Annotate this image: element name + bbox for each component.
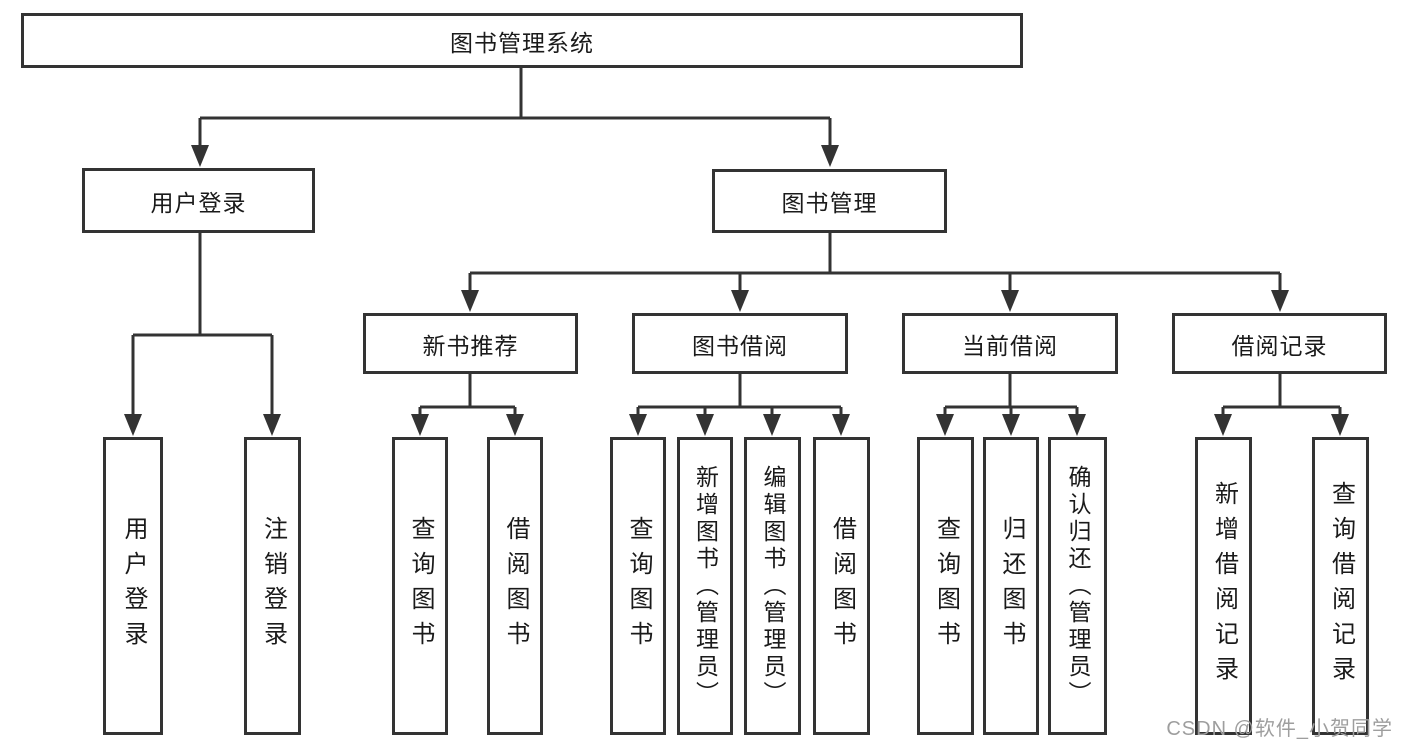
leaf-borrow-borrow: 借阅图书	[813, 437, 870, 735]
arrow-to-bb-add	[696, 414, 714, 436]
leaf-logout-label: 注销登录	[259, 516, 287, 656]
leaf-current-confirm-admin-label: 确认归还（管理员）	[1065, 464, 1091, 708]
arrow-to-user-login	[191, 145, 209, 167]
arrow-to-new-book	[461, 290, 479, 312]
arrow-to-cb-confirm	[1068, 414, 1086, 436]
arrow-to-br-add	[1214, 414, 1232, 436]
connector-book-mgmt-rail	[468, 233, 1282, 298]
node-root-label: 图书管理系统	[450, 29, 594, 56]
node-current-borrow: 当前借阅	[902, 313, 1118, 374]
node-book-mgmt: 图书管理	[712, 169, 947, 233]
leaf-record-query-label: 查询借阅记录	[1327, 481, 1355, 691]
leaf-newbook-query-label: 查询图书	[407, 516, 434, 656]
csdn-watermark: CSDN @软件_小贺同学	[1166, 718, 1393, 740]
connector-root-rail	[198, 68, 832, 153]
arrow-to-nb-borrow	[506, 414, 524, 436]
arrow-to-book-borrow	[731, 290, 749, 312]
node-user-login: 用户登录	[82, 168, 315, 233]
leaf-record-add-label: 新增借阅记录	[1210, 481, 1238, 691]
connector-borrow-record-rail	[1221, 374, 1342, 422]
arrow-to-bb-query	[629, 414, 647, 436]
arrow-to-nb-query	[411, 414, 429, 436]
leaf-borrow-query-label: 查询图书	[625, 516, 652, 656]
arrow-to-borrow-record	[1271, 290, 1289, 312]
leaf-borrow-edit-admin: 编辑图书（管理员）	[744, 437, 801, 735]
node-new-book-rec-label: 新书推荐	[422, 332, 519, 359]
leaf-newbook-borrow-label: 借阅图书	[502, 516, 529, 656]
connector-user-login-rail	[131, 233, 274, 422]
leaf-current-return: 归还图书	[983, 437, 1039, 735]
arrow-to-cb-query	[936, 414, 954, 436]
node-root-system: 图书管理系统	[21, 13, 1023, 68]
leaf-user-login-label: 用户登录	[120, 516, 147, 656]
arrow-to-ul-login	[124, 414, 142, 436]
leaf-borrow-edit-admin-label: 编辑图书（管理员）	[760, 464, 786, 708]
leaf-borrow-query: 查询图书	[610, 437, 666, 735]
connector-new-book-rail	[418, 374, 517, 422]
leaf-logout: 注销登录	[244, 437, 301, 735]
node-borrow-record: 借阅记录	[1172, 313, 1387, 374]
arrow-to-bb-borrow	[832, 414, 850, 436]
leaf-current-query-label: 查询图书	[932, 516, 960, 656]
leaf-current-return-label: 归还图书	[998, 516, 1025, 656]
node-book-borrow: 图书借阅	[632, 313, 848, 374]
arrow-to-cb-return	[1002, 414, 1020, 436]
arrow-to-ul-logout	[263, 414, 281, 436]
leaf-borrow-borrow-label: 借阅图书	[828, 516, 856, 656]
arrow-to-bb-edit	[763, 414, 781, 436]
node-new-book-rec: 新书推荐	[363, 313, 578, 374]
arrowheads	[124, 145, 1349, 436]
connector-book-borrow-rail	[636, 374, 843, 422]
leaf-record-add: 新增借阅记录	[1195, 437, 1252, 735]
leaf-current-query: 查询图书	[917, 437, 974, 735]
leaf-record-query: 查询借阅记录	[1312, 437, 1369, 735]
leaf-borrow-add-admin: 新增图书（管理员）	[677, 437, 733, 735]
arrow-to-current-borrow	[1001, 290, 1019, 312]
leaf-user-login: 用户登录	[103, 437, 163, 735]
leaf-newbook-query: 查询图书	[392, 437, 448, 735]
node-user-login-label: 用户登录	[150, 189, 247, 216]
leaf-borrow-add-admin-label: 新增图书（管理员）	[692, 464, 719, 708]
node-book-mgmt-label: 图书管理	[781, 190, 878, 216]
node-borrow-record-label: 借阅记录	[1231, 332, 1328, 359]
node-book-borrow-label: 图书借阅	[692, 332, 788, 359]
arrow-to-book-mgmt	[821, 145, 839, 167]
node-current-borrow-label: 当前借阅	[962, 332, 1058, 359]
arrow-to-br-query	[1331, 414, 1349, 436]
leaf-newbook-borrow: 借阅图书	[487, 437, 543, 735]
leaf-current-confirm-admin: 确认归还（管理员）	[1048, 437, 1107, 735]
